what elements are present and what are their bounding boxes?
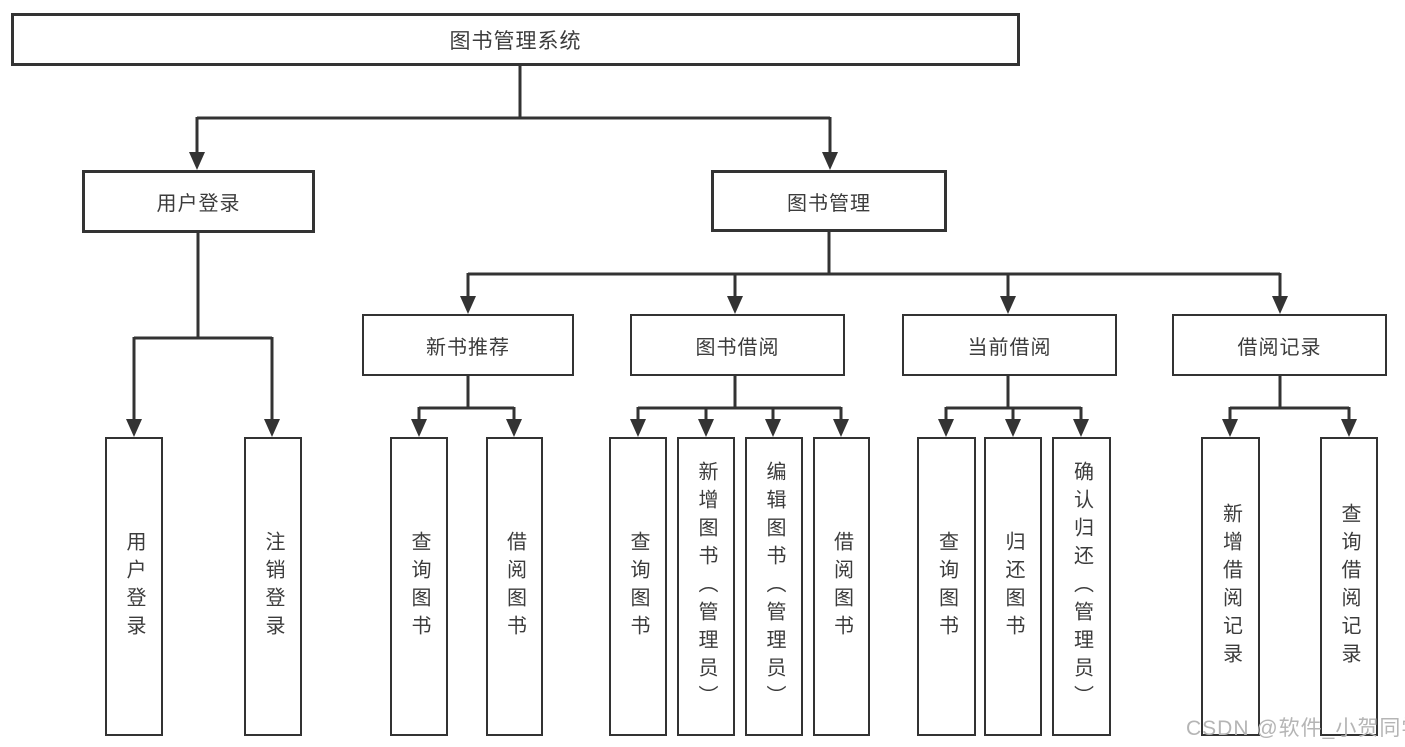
connector-new-books xyxy=(417,375,516,423)
leaf-borrow-books: 借阅图书 xyxy=(813,437,870,736)
leaf-add-borrow-record: 新增借阅记录 xyxy=(1201,437,1260,736)
node-system-root: 图书管理系统 xyxy=(11,13,1020,66)
leaf-label: 新增图书（管理员） xyxy=(695,460,717,713)
leaf-label: 查询图书 xyxy=(935,530,958,643)
leaf-label: 用户登录 xyxy=(123,530,145,643)
node-book-borrow: 图书借阅 xyxy=(630,314,845,376)
leaf-label: 注销登录 xyxy=(262,530,284,643)
connector-current-borrow xyxy=(944,375,1083,423)
leaf-user-login: 用户登录 xyxy=(105,437,163,736)
node-user-login: 用户登录 xyxy=(82,170,315,233)
leaf-return-books: 归还图书 xyxy=(984,437,1042,736)
leaf-label: 编辑图书（管理员） xyxy=(763,460,785,713)
leaf-query-books: 查询图书 xyxy=(609,437,667,736)
leaf-label: 借阅图书 xyxy=(503,530,526,643)
connector-book-mgmt xyxy=(466,231,1282,300)
leaf-logout: 注销登录 xyxy=(244,437,302,736)
node-current-borrow: 当前借阅 xyxy=(902,314,1117,376)
leaf-query-borrow-record: 查询借阅记录 xyxy=(1320,437,1378,736)
node-borrow-records: 借阅记录 xyxy=(1172,314,1387,376)
connector-book-borrow xyxy=(636,375,843,423)
connector-root xyxy=(195,64,832,156)
leaf-label: 归还图书 xyxy=(1002,530,1024,643)
leaf-label: 查询借阅记录 xyxy=(1338,502,1360,671)
leaf-query-books: 查询图书 xyxy=(390,437,448,736)
leaf-label: 查询图书 xyxy=(408,530,430,643)
leaf-label: 借阅图书 xyxy=(830,530,853,643)
node-new-book-recommend: 新书推荐 xyxy=(362,314,574,376)
connector-borrow-records xyxy=(1228,375,1351,423)
leaf-label: 新增借阅记录 xyxy=(1219,502,1242,671)
leaf-edit-books-admin: 编辑图书（管理员） xyxy=(745,437,803,736)
leaf-label: 查询图书 xyxy=(627,530,649,643)
csdn-watermark: CSDN @软件_小贺同学 xyxy=(1186,717,1405,740)
leaf-confirm-return-admin: 确认归还（管理员） xyxy=(1052,437,1111,736)
leaf-label: 确认归还（管理员） xyxy=(1070,460,1093,713)
leaf-query-books: 查询图书 xyxy=(917,437,976,736)
leaf-borrow-books: 借阅图书 xyxy=(486,437,543,736)
node-book-management: 图书管理 xyxy=(711,170,947,232)
leaf-add-books-admin: 新增图书（管理员） xyxy=(677,437,735,736)
connector-user-login xyxy=(132,232,274,423)
